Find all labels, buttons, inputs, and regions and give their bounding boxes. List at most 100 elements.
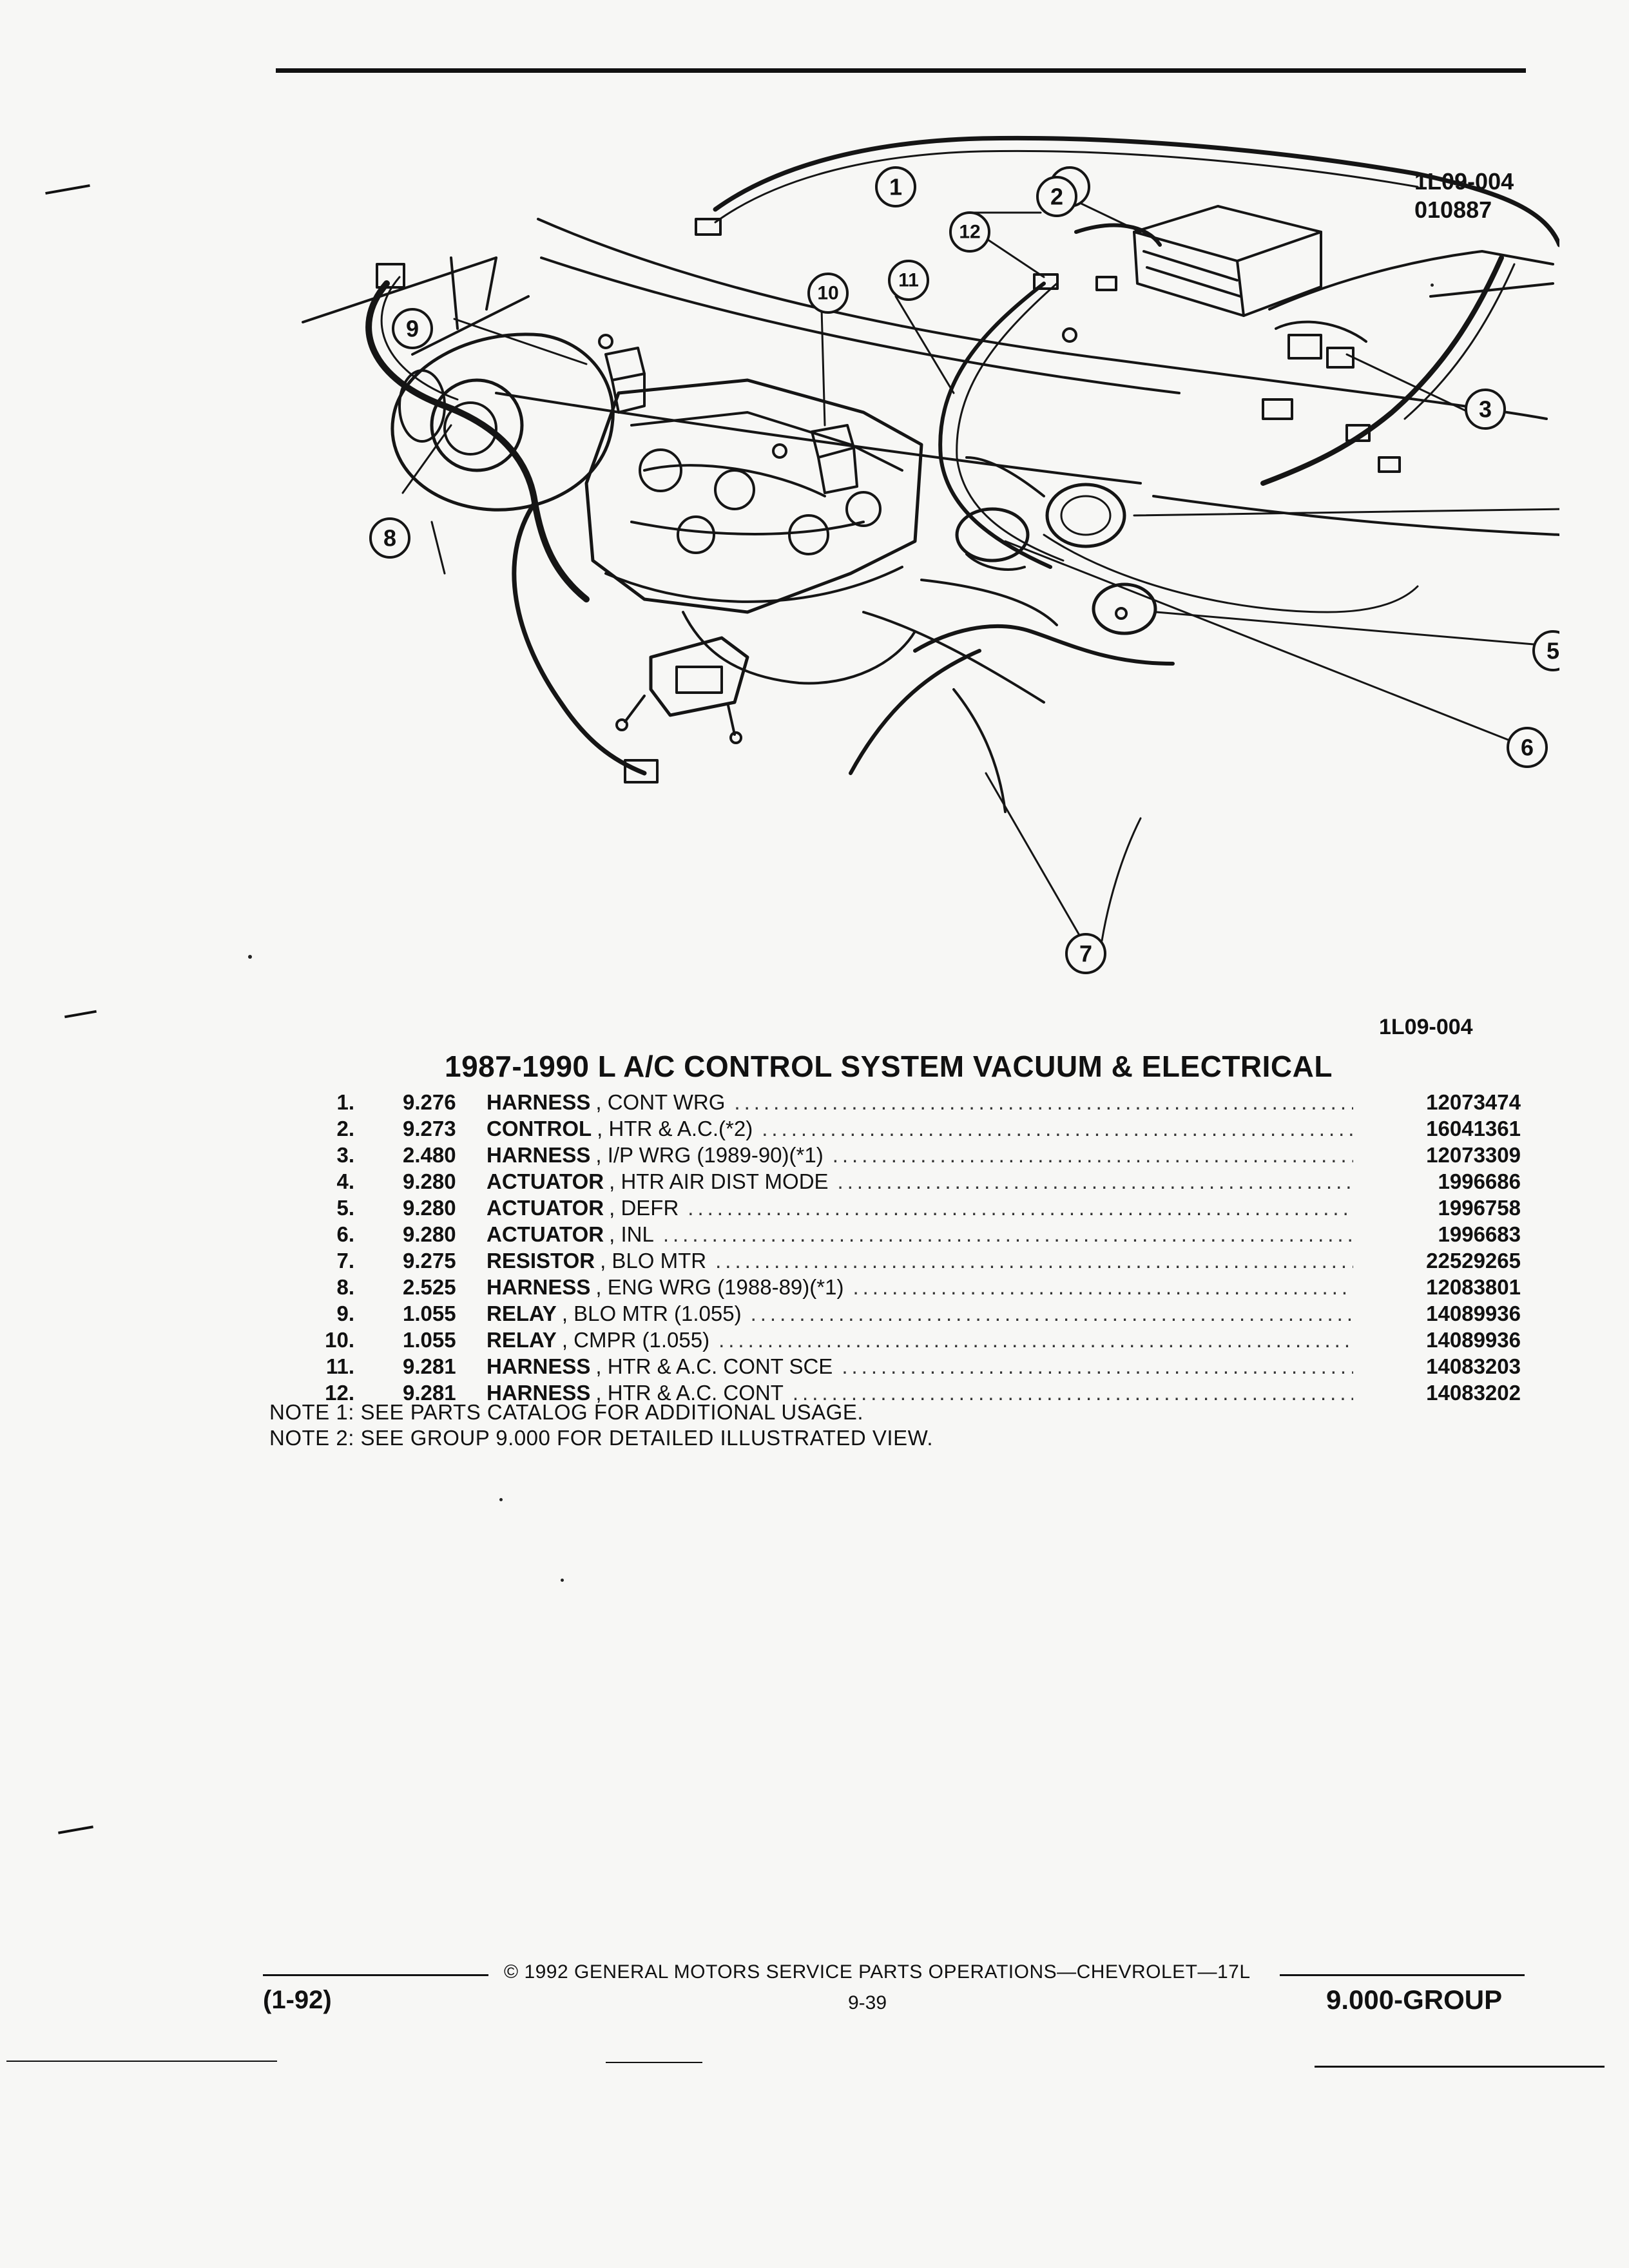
group-number: 1.055 [403,1302,456,1325]
item-number: 2. [336,1117,354,1140]
note-1: NOTE 1: SEE PARTS CATALOG FOR ADDITIONAL… [269,1400,864,1424]
figure-id-top: 1L09-004 010887 [1414,168,1514,224]
figure-id-line: 1L09-004 [1414,168,1514,195]
parts-row: 2. 9.273 CONTROL, HTR & A.C.(*2) 16041361 [258,1115,1521,1142]
callout-1: 1 [889,174,902,200]
parts-illustration: 1 2 3 4 5 6 7 8 9 10 11 12 [302,135,1559,974]
part-name: ACTUATOR [487,1196,604,1220]
item-number: 7. [336,1249,354,1273]
part-number: 14083203 [1426,1354,1521,1378]
part-number: 22529265 [1426,1249,1521,1273]
part-number: 14089936 [1426,1328,1521,1352]
part-detail: , HTR & A.C. CONT SCE [595,1354,833,1378]
callout-markers [369,166,1559,974]
part-description: RELAY, BLO MTR (1.055) [487,1300,1360,1327]
part-name: HARNESS [487,1090,591,1114]
callout-6: 6 [1521,735,1534,761]
part-detail: , BLO MTR (1.055) [561,1302,742,1325]
callout-11: 11 [898,270,919,291]
part-name: RELAY [487,1328,557,1352]
leader-dots [762,1115,1353,1142]
part-number: 14089936 [1426,1302,1521,1325]
group-number: 9.275 [403,1249,456,1273]
top-rule [276,68,1526,73]
leader-dots [853,1274,1353,1300]
part-name: HARNESS [487,1143,591,1167]
group-number: 9.280 [403,1196,456,1220]
footer-rule-right [1280,1974,1525,1976]
leader-dots [734,1089,1353,1115]
scan-speck [248,955,252,959]
leader-dots [833,1142,1353,1168]
callout-7: 7 [1079,941,1092,967]
figure-id-bottom: 1L09-004 [1379,1015,1473,1039]
parts-row: 7. 9.275 RESISTOR, BLO MTR 22529265 [258,1247,1521,1274]
part-detail: , I/P WRG (1989-90)(*1) [595,1143,824,1167]
callout-10: 10 [817,283,838,304]
parts-row: 12. 9.281 HARNESS, HTR & A.C. CONT 14083202 [258,1379,1521,1406]
part-description: RELAY, CMPR (1.055) [487,1327,1360,1353]
part-detail: , CMPR (1.055) [561,1328,710,1352]
group-number: 9.281 [403,1381,456,1405]
group-number: 9.273 [403,1117,456,1140]
leader-dots [793,1379,1353,1406]
scan-edge-line [6,2061,277,2062]
part-name: RESISTOR [487,1249,595,1273]
item-number: 1. [336,1090,354,1114]
margin-mark [45,184,90,195]
part-description: ACTUATOR, HTR AIR DIST MODE [487,1168,1360,1195]
group-number: 9.281 [403,1354,456,1378]
parts-row: 11. 9.281 HARNESS, HTR & A.C. CONT SCE 1408… [258,1353,1521,1379]
leader-dots [715,1247,1353,1274]
part-detail: , HTR & A.C. CONT [595,1381,784,1405]
scan-speck [561,1579,564,1582]
callout-3: 3 [1479,396,1492,423]
part-number: 16041361 [1426,1117,1521,1140]
part-name: RELAY [487,1302,557,1325]
part-number: 1996683 [1438,1222,1521,1246]
part-name: ACTUATOR [487,1222,604,1246]
scan-edge-line [1315,2066,1605,2068]
item-number: 11. [325,1354,354,1378]
item-number: 8. [336,1275,354,1299]
item-number: 6. [336,1222,354,1246]
part-detail: , BLO MTR [600,1249,707,1273]
leader-dots [688,1195,1353,1221]
part-detail: , DEFR [609,1196,679,1220]
leader-dots [842,1353,1353,1379]
margin-mark [64,1010,97,1019]
part-detail: , HTR AIR DIST MODE [609,1169,829,1193]
item-number: 9. [336,1302,354,1325]
callout-12: 12 [959,222,980,243]
footer-copyright: © 1992 GENERAL MOTORS SERVICE PARTS OPER… [504,1961,1251,1983]
part-number: 12073309 [1426,1143,1521,1167]
group-number: 9.280 [403,1222,456,1246]
group-number: 2.480 [403,1143,456,1167]
item-number: 12. [325,1381,354,1405]
part-description: HARNESS, HTR & A.C. CONT SCE [487,1353,1360,1379]
part-detail: , INL [609,1222,654,1246]
part-number: 1996686 [1438,1169,1521,1193]
page-title: 1987-1990 L A/C CONTROL SYSTEM VACUUM & … [445,1050,1333,1083]
callout-2: 2 [1050,184,1063,210]
part-description: HARNESS, I/P WRG (1989-90)(*1) [487,1142,1360,1168]
part-description: ACTUATOR, INL [487,1221,1360,1247]
item-number: 4. [336,1169,354,1193]
part-number: 14083202 [1426,1381,1521,1405]
callout-5: 5 [1547,638,1559,664]
scan-speck [499,1498,503,1501]
part-name: HARNESS [487,1354,591,1378]
part-detail: , HTR & A.C.(*2) [597,1117,753,1140]
part-name: CONTROL [487,1117,592,1140]
part-name: HARNESS [487,1381,591,1405]
group-number: 9.280 [403,1169,456,1193]
part-description: HARNESS, HTR & A.C. CONT [487,1379,1360,1406]
item-number: 5. [336,1196,354,1220]
part-detail: , CONT WRG [595,1090,726,1114]
parts-row: 9. 1.055 RELAY, BLO MTR (1.055) 14089936 [258,1300,1521,1327]
group-number: 1.055 [403,1328,456,1352]
